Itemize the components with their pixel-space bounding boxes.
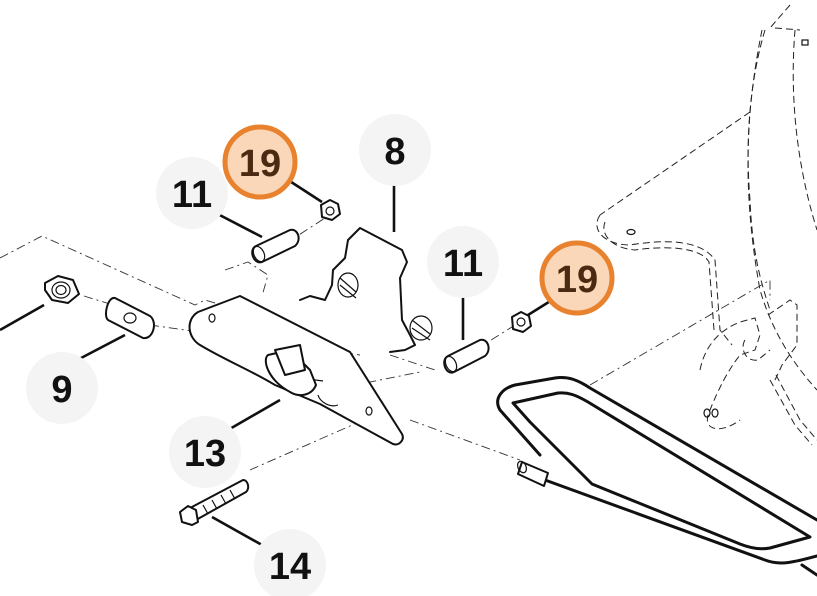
callout-label-11-lower: 11	[443, 243, 483, 285]
callout-label-14: 14	[269, 546, 311, 588]
ghost-housing	[596, 4, 817, 446]
callout-label-13: 13	[184, 433, 226, 475]
nut-upper-part	[320, 199, 341, 221]
callout-19-upper-highlighted[interactable]: 19	[222, 124, 298, 200]
pin-upper-part	[251, 228, 300, 264]
pedal-frame-part	[496, 376, 817, 577]
leader-13	[227, 398, 281, 432]
callout-label-19-lower: 19	[556, 259, 598, 301]
callout-label-11-upper: 11	[172, 174, 212, 216]
bracket-plate-part	[188, 295, 404, 446]
callout-8[interactable]: 8	[359, 114, 431, 186]
callout-11-lower[interactable]: 11	[427, 226, 499, 298]
callout-label-9: 9	[51, 369, 72, 411]
pin-lower-part	[443, 338, 490, 374]
leader-left-nut	[0, 303, 45, 332]
callout-19-lower-highlighted[interactable]: 19	[539, 240, 615, 316]
bolt-part	[179, 479, 250, 526]
callout-label-19-upper: 19	[239, 143, 281, 185]
nut-lower-part	[511, 311, 532, 333]
callout-9[interactable]: 9	[26, 352, 98, 424]
cross-pin-part	[105, 296, 155, 340]
callout-14[interactable]: 14	[254, 529, 326, 596]
callout-11-upper[interactable]: 11	[156, 157, 228, 229]
lock-nut-part	[44, 275, 80, 304]
torsion-spring-part	[299, 227, 433, 353]
callout-13[interactable]: 13	[169, 416, 241, 488]
leader-14	[211, 515, 263, 547]
callout-label-8: 8	[384, 131, 405, 173]
slot-icon	[801, 39, 809, 46]
